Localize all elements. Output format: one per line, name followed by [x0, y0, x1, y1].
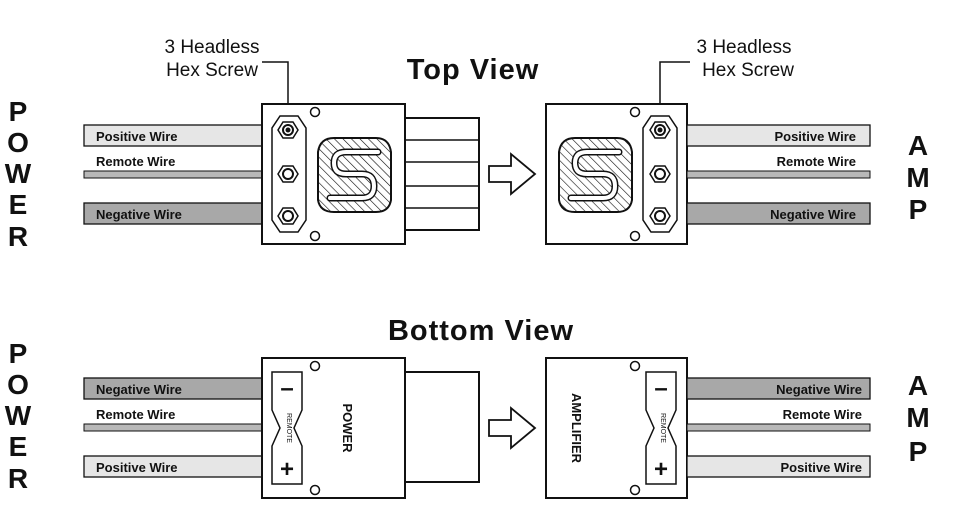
top-right-wires: Positive Wire Remote Wire Negative Wire [686, 124, 871, 225]
remote-label: REMOTE [659, 413, 666, 443]
wire-label: Remote Wire [96, 154, 175, 169]
amp-letter: P [909, 436, 928, 467]
hex-screw-icon [277, 207, 299, 225]
power-letter: P [9, 96, 28, 127]
power-letter: E [9, 189, 28, 220]
positive-wire [686, 124, 871, 147]
wire-label: Remote Wire [777, 154, 856, 169]
power-block-label: POWER [340, 403, 355, 453]
hex-screw-icon [649, 165, 671, 183]
top-left-wires: Positive Wire Remote Wire Negative Wire [83, 124, 267, 225]
bottom-right-connector-block: AMPLIFIER – REMOTE + [545, 357, 688, 499]
wire-label: Positive Wire [96, 460, 178, 475]
hex-screw-icon [277, 121, 299, 139]
minus-sign: – [654, 375, 667, 402]
positive-wire [686, 455, 871, 478]
plus-sign: + [654, 456, 668, 483]
wire-label: Positive Wire [780, 460, 862, 475]
power-letter: R [8, 463, 28, 494]
wire-label: Negative Wire [96, 207, 182, 222]
remote-wire [83, 423, 267, 432]
direction-arrow-icon [488, 406, 537, 450]
amp-letter: M [906, 402, 929, 433]
power-label-bottom: P O W E R [5, 338, 32, 494]
callout-line: Hex Screw [166, 60, 258, 81]
bottom-view-title: Bottom View [388, 315, 574, 347]
wire-label: Negative Wire [770, 207, 856, 222]
bottom-left-connector-block: – REMOTE + POWER [261, 357, 480, 499]
wire-label: Negative Wire [96, 382, 182, 397]
power-label-top: P O W E R [5, 96, 32, 252]
wire-label: Positive Wire [96, 129, 178, 144]
power-letter: E [9, 431, 28, 462]
top-left-connector-block [261, 103, 480, 245]
power-letter: R [8, 221, 28, 252]
amplifier-block-label: AMPLIFIER [569, 393, 584, 464]
hex-screw-icon [277, 165, 299, 183]
polarity-strip [271, 371, 303, 485]
hex-screw-callout-left: 3 Headless Hex Screw [164, 37, 289, 128]
power-letter: O [7, 127, 29, 158]
negative-wire [686, 202, 871, 225]
amp-label-bottom: A M P [906, 370, 929, 467]
hex-screw-icon [649, 207, 671, 225]
amp-letter: A [908, 130, 928, 161]
negative-wire [686, 377, 871, 400]
plus-sign: + [280, 456, 294, 483]
remote-wire [686, 170, 871, 179]
top-right-connector-block [545, 103, 688, 245]
top-view-title: Top View [407, 54, 540, 86]
amp-letter: M [906, 162, 929, 193]
bottom-right-wires: Negative Wire Remote Wire Positive Wire [686, 377, 871, 478]
callout-line: 3 Headless [696, 37, 791, 58]
wire-label: Remote Wire [96, 407, 175, 422]
amp-letter: P [909, 194, 928, 225]
remote-wire [686, 423, 871, 432]
amp-letter: A [908, 370, 928, 401]
callout-line: Hex Screw [702, 60, 794, 81]
wire-label: Positive Wire [774, 129, 856, 144]
wire-label: Negative Wire [776, 382, 862, 397]
remote-wire [83, 170, 267, 179]
power-letter: W [5, 400, 32, 431]
power-letter: W [5, 158, 32, 189]
direction-arrow-icon [488, 152, 537, 196]
callout-line: 3 Headless [164, 37, 259, 58]
power-letter: P [9, 338, 28, 369]
hex-screw-icon [649, 121, 671, 139]
bottom-left-wires: Negative Wire Remote Wire Positive Wire [83, 377, 267, 478]
amp-label-top: A M P [906, 130, 929, 225]
minus-sign: – [280, 375, 293, 402]
polarity-strip [645, 371, 677, 485]
power-letter: O [7, 369, 29, 400]
wire-label: Remote Wire [783, 407, 862, 422]
remote-label: REMOTE [285, 413, 292, 443]
hex-screw-callout-right: 3 Headless Hex Screw [659, 37, 794, 128]
